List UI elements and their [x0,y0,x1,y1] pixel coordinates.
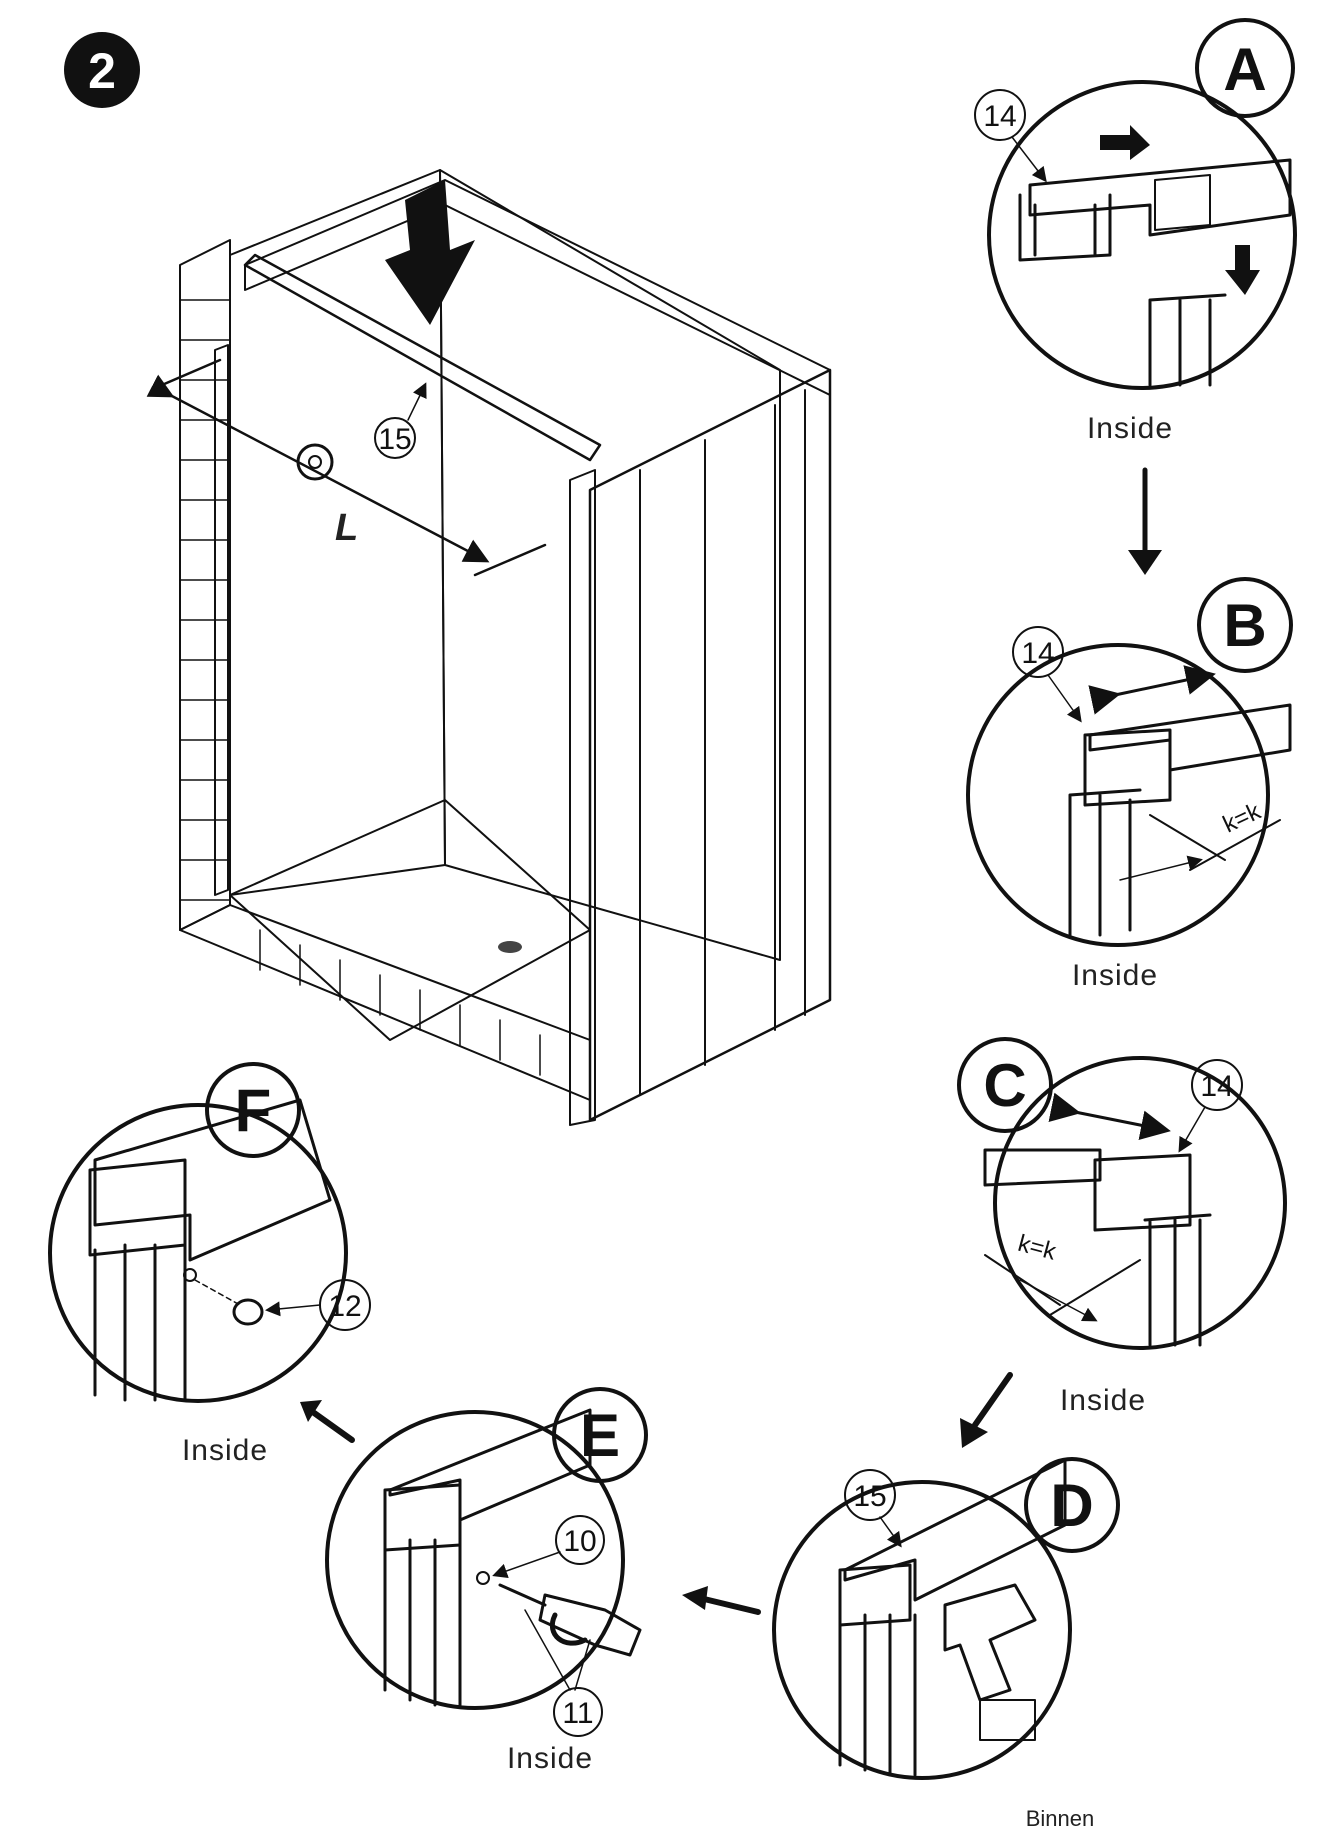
detail-c-measure: k=k [1015,1230,1060,1266]
dimension-label: L [335,507,358,549]
detail-e-caption: Inside [507,1742,593,1775]
detail-c-rail [983,1148,1102,1187]
detail-e-callout-screw-label: 10 [563,1525,596,1558]
tiled-floor [229,799,591,1041]
detail-b-letter: B [1223,592,1266,659]
drain [498,941,522,953]
detail-a-clip [1018,193,1112,262]
detail-f: F 12 Inside [48,1062,371,1467]
detail-a-circle [987,80,1297,390]
down-arrow-icon [385,180,475,325]
detail-a-rail [1028,158,1292,237]
left-wall-edge [179,239,231,931]
detail-a-callout-label: 14 [983,100,1016,133]
detail-e-callout-tool [553,1687,603,1737]
rotate-arrow-icon [549,1612,588,1646]
detail-c-caption: Inside [1060,1384,1146,1417]
detail-b: k=k B 14 Inside [966,577,1293,992]
shower-enclosure-illustration: L 15 [146,169,832,1126]
detail-e-rail [388,1408,592,1522]
detail-e-callout-screw [555,1515,605,1565]
right-arrow-icon [1100,125,1150,160]
double-arrow-icon [1088,665,1216,715]
tape-measure-icon [296,443,334,481]
detail-b-rail [1088,703,1292,772]
detail-b-badge [1197,577,1293,673]
dimension-line [146,374,490,563]
detail-f-profile [93,1243,187,1402]
detail-a: A 14 Inside [974,18,1297,445]
detail-a-letter: A [1223,36,1266,103]
screw-icon [498,1583,547,1607]
detail-f-letter: F [235,1077,272,1144]
left-wall-profile [214,344,229,896]
flow-arrow-c-d [972,1372,1013,1428]
top-rail [244,179,831,396]
screwdriver-icon [538,1593,642,1657]
detail-e-callout-tool-label: 11 [562,1697,593,1730]
detail-d-callout-label: 15 [853,1480,886,1513]
detail-f-caption: Inside [182,1434,268,1467]
back-tiled-wall [439,169,781,961]
detail-b-circle [966,643,1270,947]
front-curb [179,904,591,1101]
down-arrow-small-icon [1225,245,1260,295]
detail-d-letter: D [1050,1472,1093,1539]
detail-b-callout [1012,626,1064,678]
step-badge: 2 [64,32,140,108]
part-callout-15-label: 15 [378,423,411,456]
double-arrow-icon [1048,1092,1171,1141]
detail-c-callout-label: 14 [1200,1070,1233,1103]
detail-d-caption: Binnen [1026,1806,1095,1831]
drill-icon [943,1583,1037,1702]
detail-b-callout-label: 14 [1021,637,1054,670]
detail-f-callout-label: 12 [328,1290,361,1323]
wall-profile [569,469,596,1126]
detail-a-profile [1148,293,1227,387]
detail-c-badge [957,1037,1053,1133]
detail-a-caption: Inside [1087,412,1173,445]
detail-a-badge [1195,18,1295,118]
side-panel [588,368,832,1122]
detail-d-circle [772,1480,1072,1780]
detail-e: E 10 11 Inside [325,1387,648,1775]
detail-c-letter: C [983,1052,1026,1119]
step-number: 2 [88,43,116,99]
detail-d-profile [838,1613,917,1777]
detail-f-circle [48,1103,348,1403]
detail-c-profile [1143,1213,1212,1347]
detail-c-circle [993,1056,1287,1350]
cover-cap-icon [232,1298,264,1326]
detail-a-callout [974,89,1026,141]
detail-f-rail [93,1098,332,1262]
flow-arrow-e-f [307,1407,355,1443]
detail-d-callout [844,1469,896,1521]
detail-b-caption: Inside [1072,959,1158,992]
part-callout-15 [374,417,416,459]
detail-c: k=k C 14 Inside [957,1037,1287,1417]
detail-c-callout [1191,1059,1243,1111]
detail-f-badge [205,1062,301,1158]
detail-e-badge [552,1387,648,1483]
detail-e-circle [325,1410,625,1710]
detail-d: D 15 Binnen [772,1457,1120,1831]
flow-arrow-d-e [697,1595,761,1615]
screw-hole [476,1571,490,1585]
detail-d-badge [1024,1457,1120,1553]
detail-b-profile [1068,788,1142,937]
detail-e-letter: E [580,1402,620,1469]
detail-e-profile [383,1538,462,1707]
